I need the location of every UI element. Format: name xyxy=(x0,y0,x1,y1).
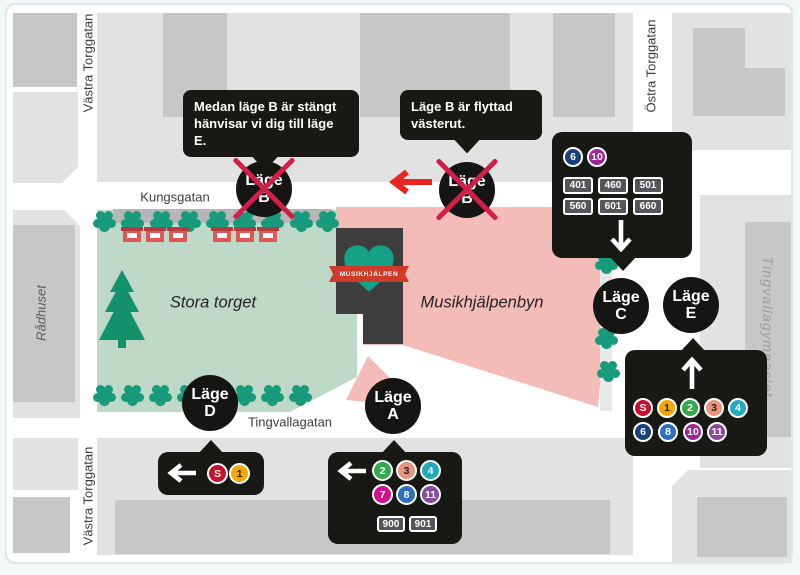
callout-lage-a-lines: 2 3 4 7 8 11 900 901 xyxy=(328,440,462,544)
line-badge-900: 900 xyxy=(377,516,405,532)
arrow-up-icon xyxy=(681,356,703,389)
bush-icon xyxy=(266,388,279,401)
callout-lage-e-lines: S 1 2 3 4 6 8 10 11 xyxy=(625,338,767,456)
line-badge-6: 6 xyxy=(633,422,653,442)
market-stall-icon xyxy=(211,227,233,242)
line-badge-901: 901 xyxy=(409,516,437,532)
bush-icon xyxy=(238,214,251,227)
line-badge-3: 3 xyxy=(704,398,724,418)
line-badge-11: 11 xyxy=(420,484,441,505)
bush-icon xyxy=(98,388,111,401)
speech-bubble-closed-b: Medan läge B är stängt hänvisar vi dig t… xyxy=(183,90,359,171)
bush-icon xyxy=(211,214,224,227)
line-badge-S: S xyxy=(633,398,653,418)
line-badge-401: 401 xyxy=(563,177,593,194)
bush-icon xyxy=(126,214,139,227)
bush-icon xyxy=(238,388,251,401)
line-badge-4: 4 xyxy=(420,460,441,481)
street-label-ostra-torggatan: Östra Torggatan xyxy=(643,19,659,113)
building-block xyxy=(13,438,78,490)
line-badge-1: 1 xyxy=(657,398,677,418)
market-stall-icon xyxy=(121,227,143,242)
line-badge-4: 4 xyxy=(728,398,748,418)
market-stall-icon xyxy=(167,227,189,242)
line-badge-10: 10 xyxy=(683,422,703,442)
line-badge-8: 8 xyxy=(658,422,678,442)
line-badge-601: 601 xyxy=(598,198,628,215)
building-block xyxy=(745,28,792,68)
bush-icon xyxy=(295,214,308,227)
line-badge-560: 560 xyxy=(563,198,593,215)
arrow-left-icon xyxy=(167,463,196,483)
arrow-left-icon xyxy=(337,461,366,481)
pine-tree-icon xyxy=(99,270,145,348)
line-badge-11: 11 xyxy=(707,422,727,442)
street-label-kungsgatan: Kungsgatan xyxy=(140,189,210,205)
bush-icon xyxy=(602,364,615,377)
street-label-tingvallagatan: Tingvallagatan xyxy=(247,414,333,430)
bush-icon xyxy=(294,388,307,401)
market-stall-icon xyxy=(257,227,279,242)
bush-icon xyxy=(266,214,279,227)
line-badge-10: 10 xyxy=(587,147,607,167)
bush-icon xyxy=(154,388,167,401)
label-radhuset: Rådhuset xyxy=(33,285,49,341)
musikhjalpen-banner-label: MUSIKHJÄLPEN xyxy=(339,270,399,278)
musikhjalpen-banner: MUSIKHJÄLPEN xyxy=(329,266,409,282)
street-label-vastra-torggatan-north: Västra Torggatan xyxy=(80,13,96,113)
street-label-vastra-torggatan-south: Västra Torggatan xyxy=(80,446,96,546)
arrow-down-icon xyxy=(610,220,632,252)
line-badge-501: 501 xyxy=(633,177,663,194)
speech-bubble-moved-b: Läge B är flyttad västerut. xyxy=(400,90,542,154)
building-block xyxy=(13,13,77,87)
bush-icon xyxy=(600,331,613,344)
red-arrow-left-icon xyxy=(389,169,432,195)
bush-icon xyxy=(600,256,613,269)
line-badge-460: 460 xyxy=(598,177,628,194)
line-badge-1: 1 xyxy=(229,463,250,484)
market-stall-icon xyxy=(144,227,166,242)
building-block xyxy=(13,92,78,183)
market-stall-icon xyxy=(234,227,256,242)
bush-icon xyxy=(98,214,111,227)
callout-lage-c-lines: 6 10 401 460 501 560 601 660 xyxy=(552,132,692,271)
bush-icon xyxy=(321,214,334,227)
bush-icon xyxy=(126,388,139,401)
building-block xyxy=(553,13,615,117)
label-musikhjalpenbyn: Musikhjälpenbyn xyxy=(420,293,544,312)
bush-icon xyxy=(183,214,196,227)
building-block xyxy=(13,497,70,553)
area-stora-torget xyxy=(97,210,357,412)
bush-icon xyxy=(155,214,168,227)
line-badge-S: S xyxy=(207,463,228,484)
line-badge-660: 660 xyxy=(633,198,663,215)
building-radhuset xyxy=(13,225,75,402)
line-badge-3: 3 xyxy=(396,460,417,481)
building-musikhjalpen-lower xyxy=(363,310,403,344)
callout-lage-d-lines: S 1 xyxy=(158,440,264,495)
line-badge-2: 2 xyxy=(372,460,393,481)
line-badge-7: 7 xyxy=(372,484,393,505)
label-stora-torget: Stora torget xyxy=(169,293,257,312)
line-badge-2: 2 xyxy=(680,398,700,418)
line-badge-8: 8 xyxy=(396,484,417,505)
building-block xyxy=(697,497,787,557)
line-badge-6: 6 xyxy=(563,147,583,167)
